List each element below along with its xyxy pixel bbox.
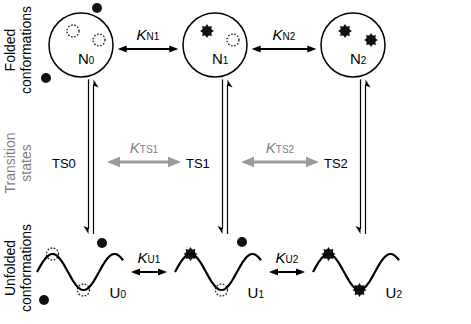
transition-state: TS0 (52, 152, 102, 172)
arrow-head (158, 269, 167, 276)
state-label: U1 (248, 285, 264, 303)
equilibrium-arrow (218, 79, 233, 234)
free-ligand (92, 3, 102, 13)
arrow-head (84, 226, 89, 234)
arrow-shaft (227, 84, 228, 234)
arrow-head (366, 79, 371, 87)
exchange-arrow (241, 157, 319, 168)
arrow-head (118, 46, 127, 53)
protein-circle (183, 13, 247, 77)
arrow-head (356, 226, 361, 234)
state-label: U0 (110, 285, 126, 303)
protein-circle (321, 13, 385, 77)
folded-state-circle: N2 (320, 12, 386, 78)
bound-ligand (338, 24, 352, 38)
row-heading: Folded conformations (2, 0, 34, 100)
free-ligand (39, 295, 49, 305)
arrow-shaft (277, 271, 297, 273)
bound-ligand (364, 33, 378, 47)
circle-outline (48, 12, 114, 78)
empty-site-group (47, 25, 240, 296)
arrow-shaft (260, 48, 309, 50)
arrow-head (228, 79, 233, 87)
arrow-shaft (88, 79, 89, 229)
exchange-arrow (131, 269, 167, 276)
free-ligand (237, 237, 247, 247)
bound-ligand-group (184, 24, 379, 297)
circle-outline (182, 12, 248, 78)
state-label: N0 (78, 51, 94, 69)
state-label: TS1 (186, 156, 210, 172)
rate-constant-label: KU2 (276, 250, 299, 268)
empty-site (93, 34, 105, 46)
arrow-shaft (222, 79, 223, 229)
unfolded-chain: U2 (310, 238, 402, 303)
bound-ligand (200, 24, 214, 38)
arrow-head (168, 157, 181, 168)
arrow-head (252, 46, 261, 53)
state-label: TS2 (324, 156, 348, 172)
exchange-arrow (118, 46, 179, 53)
arrow-head (169, 46, 178, 53)
arrow-head (307, 46, 316, 53)
unfolded-chain: U1 (172, 238, 264, 303)
arrow-head (241, 157, 254, 168)
exchange-arrow (107, 157, 181, 168)
rate-constant-label: KN1 (137, 27, 160, 45)
transition-state: TS2 (324, 152, 374, 172)
arrow-shaft (119, 161, 169, 164)
rate-constant-label: KU1 (138, 250, 161, 268)
arrow-head (131, 269, 140, 276)
arrow-head (94, 79, 99, 87)
equilibrium-arrow (356, 79, 371, 234)
row-heading: Transition states (2, 121, 34, 205)
arrow-head (306, 157, 319, 168)
state-label: N1 (212, 51, 228, 69)
arrow-shaft (126, 48, 171, 50)
empty-site (227, 34, 239, 46)
protein-circle (49, 13, 113, 77)
arrow-shaft (93, 84, 94, 234)
arrow-head (269, 269, 278, 276)
empty-site (67, 25, 79, 37)
arrow-shaft (360, 79, 361, 229)
rate-constant-label: KTS2 (266, 140, 294, 158)
equilibrium-arrow (84, 79, 99, 234)
exchange-arrow (252, 46, 317, 53)
free-ligand (41, 73, 51, 83)
arrow-shaft (253, 161, 307, 164)
arrow-head (218, 226, 223, 234)
unfolded-chain: U0 (34, 238, 126, 303)
arrow-shaft (139, 271, 159, 273)
free-ligand-group (39, 3, 247, 305)
rate-constant-label: KTS1 (130, 140, 158, 158)
state-label: N2 (350, 51, 366, 69)
free-ligand (97, 238, 107, 248)
state-label: U2 (386, 285, 402, 303)
transition-state: TS1 (186, 152, 236, 172)
row-heading: Unfolded conformations (2, 216, 34, 320)
folded-state-circle: N1 (182, 12, 248, 78)
arrow-shaft (365, 84, 366, 234)
arrow-head (296, 269, 305, 276)
rate-constant-label: KN2 (273, 27, 296, 45)
exchange-arrow (269, 269, 305, 276)
folded-state-circle: N0 (48, 12, 114, 78)
circle-outline (320, 12, 386, 78)
arrow-head (107, 157, 120, 168)
state-label: TS0 (52, 156, 76, 172)
